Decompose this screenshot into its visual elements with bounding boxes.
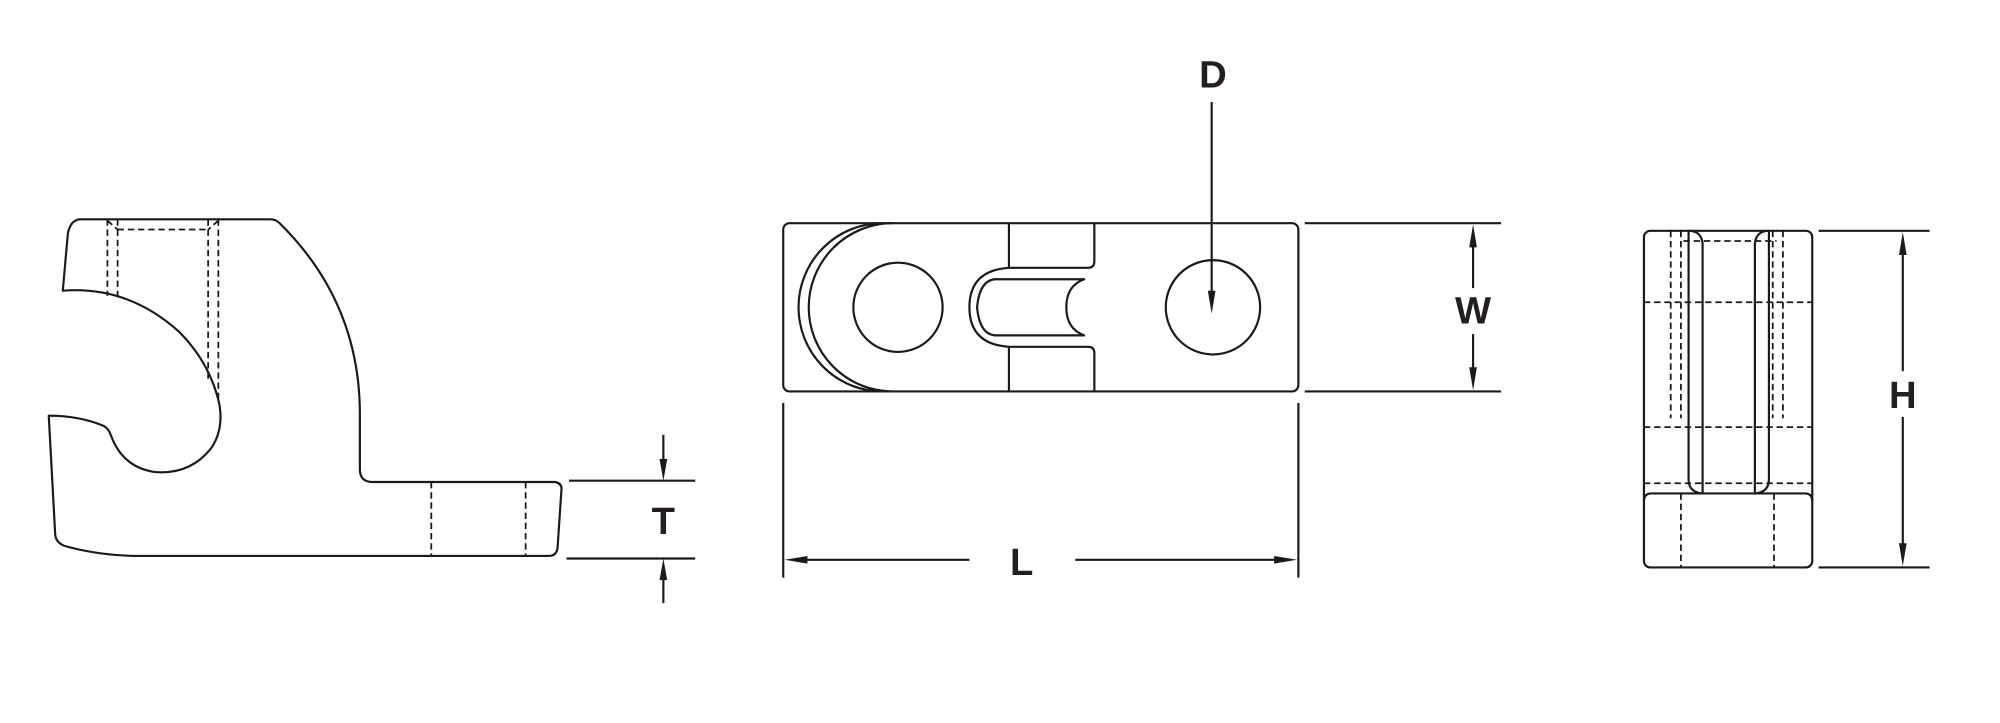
top-view-outline bbox=[782, 222, 1300, 393]
dimension-label-w: W bbox=[1455, 290, 1492, 333]
end-view: H bbox=[1642, 229, 1930, 569]
right-hole bbox=[1164, 259, 1262, 356]
end-view-outline bbox=[1642, 229, 1814, 569]
dimension-label-h: H bbox=[1889, 374, 1917, 417]
side-view-outline bbox=[47, 218, 563, 558]
left-hole bbox=[852, 261, 944, 354]
side-view: T bbox=[47, 218, 696, 604]
top-view: D W L bbox=[782, 54, 1502, 584]
dimension-label-l: L bbox=[1010, 541, 1033, 584]
dimension-label-d: D bbox=[1199, 54, 1227, 97]
dimension-label-t: T bbox=[652, 500, 675, 543]
